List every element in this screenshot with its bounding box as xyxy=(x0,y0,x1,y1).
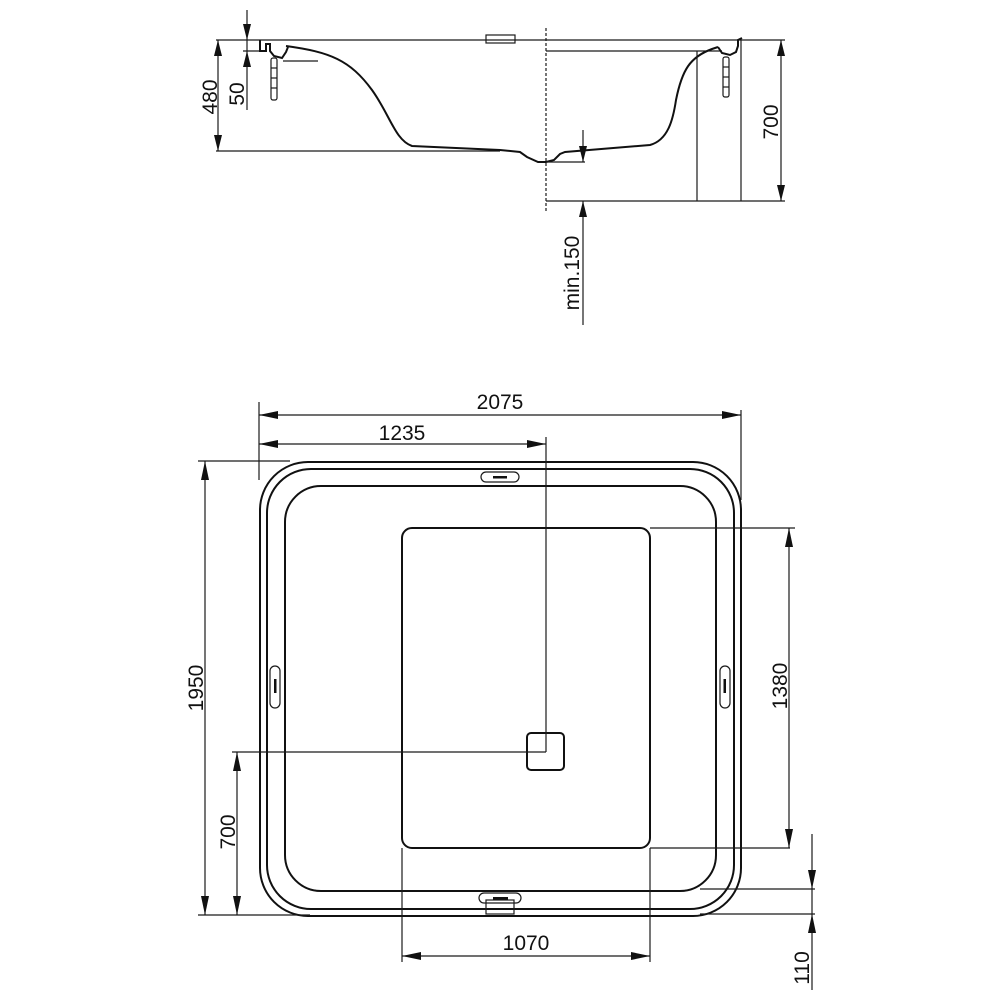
dim-label-1950: 1950 xyxy=(185,665,208,712)
outer-rim xyxy=(259,461,742,917)
tub-profile xyxy=(285,45,719,163)
dim-label-50: 50 xyxy=(226,82,249,105)
left-handle-icon xyxy=(269,665,281,709)
left-adjustable-foot-icon xyxy=(270,57,278,101)
top-view: 2075 1235 1950 700 1380 1070 110 xyxy=(185,391,816,990)
dim-label-110: 110 xyxy=(791,951,814,984)
dim-label-1235: 1235 xyxy=(379,422,426,445)
right-rim-profile xyxy=(717,37,743,57)
dim-label-700-top: 700 xyxy=(217,814,240,849)
side-view: 480 50 700 min.150 xyxy=(199,10,785,325)
bottom-fitting-icon xyxy=(478,892,522,904)
dim-label-700-side: 700 xyxy=(760,104,783,139)
left-rim-profile xyxy=(259,40,289,60)
overflow-fitting xyxy=(485,34,516,44)
overflow-top-icon xyxy=(480,471,520,483)
dim-label-min150: min.150 xyxy=(561,236,584,311)
dim-label-1380: 1380 xyxy=(769,663,792,710)
right-handle-icon xyxy=(719,665,731,709)
rim-inner-edge xyxy=(266,468,735,910)
tub-basin-edge xyxy=(284,485,717,892)
dim-label-1070: 1070 xyxy=(503,932,550,955)
dim-label-2075: 2075 xyxy=(477,391,524,414)
dim-label-480: 480 xyxy=(199,79,222,114)
tub-floor xyxy=(401,527,651,849)
